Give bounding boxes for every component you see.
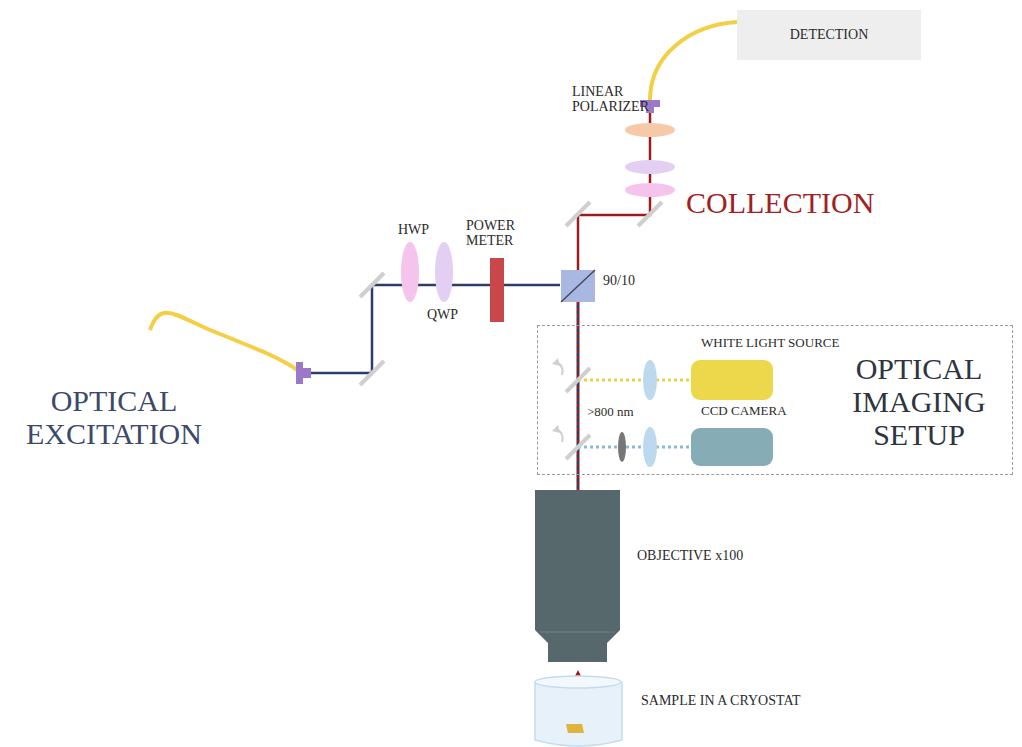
excitation-beam	[311, 285, 560, 373]
node-label: OPTICAL IMAGING SETUP	[830, 352, 1008, 451]
power-meter	[490, 258, 504, 322]
half-wave-plate	[401, 242, 419, 302]
fiber-connector	[303, 368, 311, 378]
component-label: LINEAR POLARIZER	[572, 84, 644, 115]
objective	[535, 490, 620, 662]
objective	[540, 632, 615, 633]
camera-path	[578, 446, 690, 449]
component-label: OBJECTIVE x100	[637, 548, 743, 564]
flip-arrow	[552, 425, 560, 433]
linear-polarizer	[625, 123, 675, 137]
cryostat	[535, 676, 621, 688]
detection-fiber	[650, 22, 737, 100]
white-light-source: WHITE LIGHT SOURCE	[691, 360, 773, 400]
flip-arrow	[552, 358, 560, 366]
mirror	[360, 273, 384, 297]
main-beam	[577, 305, 580, 492]
sample	[566, 724, 584, 733]
node-label: CCD CAMERA	[701, 404, 787, 419]
flip-mirror	[566, 368, 590, 392]
mirror	[360, 361, 384, 385]
section-title: COLLECTION	[686, 186, 874, 221]
waveplate	[625, 183, 675, 197]
quarter-wave-plate	[435, 242, 453, 302]
flip-mirror	[566, 435, 590, 459]
splitter-ratio: 90/10	[603, 273, 635, 289]
component-label: POWER METER	[466, 218, 530, 249]
waveplate	[625, 160, 675, 174]
component-label: HWP	[398, 222, 429, 238]
excitation-fiber	[150, 313, 300, 372]
ccd-camera: CCD CAMERA	[691, 428, 773, 466]
longpass-filter	[618, 432, 626, 462]
node-label: DETECTION	[737, 27, 921, 43]
cryostat	[535, 682, 622, 746]
mirror	[566, 202, 590, 226]
lens	[643, 427, 657, 467]
imaging-setup-box: OPTICAL IMAGING SETUPWHITE LIGHT SOURCEC…	[537, 325, 1013, 475]
section-title: OPTICAL EXCITATION	[14, 384, 214, 450]
detection-box: DETECTION	[737, 10, 921, 60]
node-label: WHITE LIGHT SOURCE	[701, 336, 839, 351]
mirror	[638, 202, 662, 226]
beam-splitter	[561, 270, 595, 302]
main-beam	[577, 302, 580, 492]
component-label: SAMPLE IN A CRYOSTAT	[641, 693, 801, 709]
fiber-connector	[296, 362, 303, 384]
fiber-connector	[646, 107, 654, 113]
component-label: QWP	[427, 307, 458, 323]
white-light-path	[578, 379, 690, 382]
beam-splitter	[561, 270, 595, 302]
lens	[643, 360, 657, 400]
filter-label: >800 nm	[587, 405, 634, 420]
